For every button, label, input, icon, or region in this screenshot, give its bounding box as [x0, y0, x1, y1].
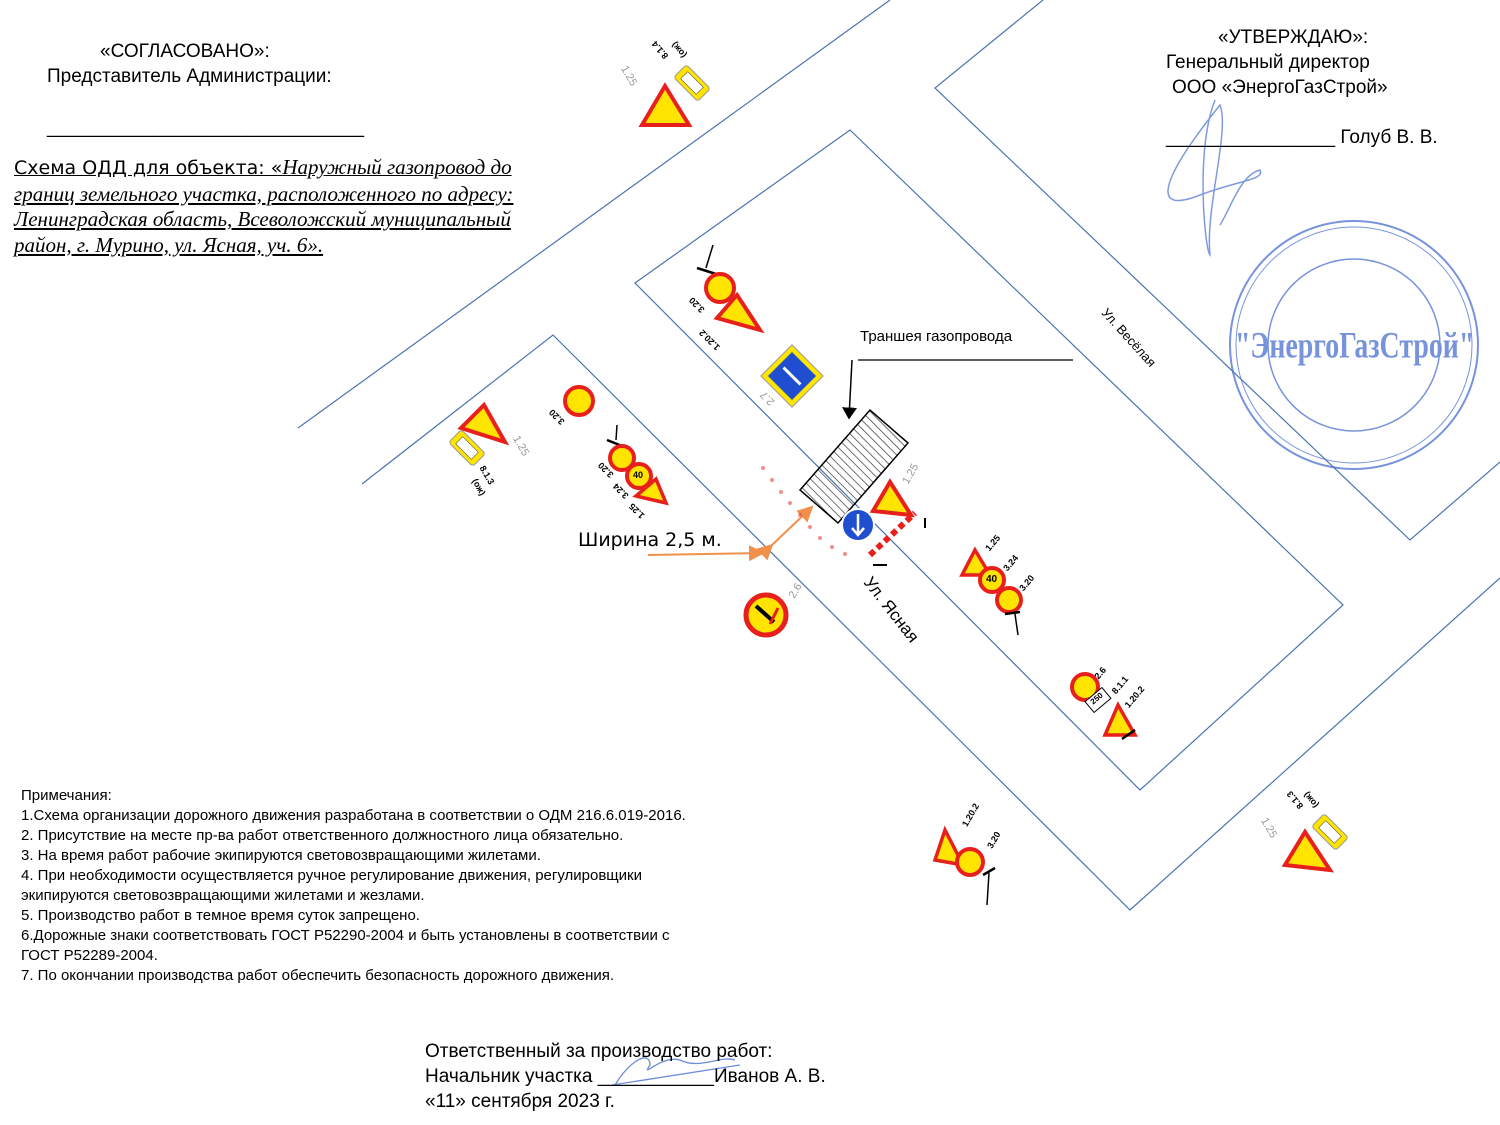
approval-right-signature: ________________ Голуб В. В.: [1166, 125, 1438, 150]
foreman-signature: [611, 1057, 741, 1086]
trench-label: Траншея газопровода: [860, 328, 1013, 345]
note-item: 1.Схема организации дорожного движения р…: [21, 807, 686, 824]
oncoming-priority-sign-icon: [743, 592, 789, 638]
responsible-role: Начальник участка: [425, 1066, 593, 1087]
lane-shift-sign-icon: [760, 344, 824, 408]
road-works-sign-icon: [959, 546, 994, 577]
no-overtaking-sign-icon: [563, 385, 595, 417]
no-overtaking-sign-icon: [704, 272, 736, 304]
approval-right-role: Генеральный директор: [1166, 52, 1370, 73]
signature-line: ___________: [597, 1066, 715, 1087]
signature-line: ________________: [1166, 127, 1336, 148]
note-item: экипируются световозвращающими жилетами …: [21, 887, 425, 904]
road-works-sign-icon: [638, 82, 693, 127]
width-pointer-arrow: [647, 545, 765, 562]
company-stamp: "ЭнергоГазСтрой": [1229, 220, 1479, 470]
road-works-sign-icon: [632, 476, 669, 506]
scheme-title-line: Наружный газопровод до: [282, 155, 512, 179]
scheme-title-prefix: Схема ОДД для объекта: «: [14, 157, 283, 179]
notes: Примечания: 1.Схема организации дорожног…: [21, 786, 686, 986]
oncoming-priority-sign-icon: [1070, 672, 1100, 702]
gas-pipeline-trench: [798, 408, 910, 525]
note-item: 5. Производство работ в темное время сут…: [21, 907, 420, 924]
speed-limit-value: 40: [633, 470, 644, 480]
road-narrows-sign-icon: [932, 825, 967, 868]
road-edges: [297, 0, 1500, 911]
approval-left-signature-line: ______________________________: [47, 117, 365, 138]
notes-heading: Примечания:: [21, 787, 112, 804]
plate-sign-icon: [674, 65, 710, 101]
speed-limit-sign-icon: [978, 566, 1006, 594]
director-name: Голуб В. В.: [1340, 127, 1438, 148]
note-item: ГОСТ Р52289-2004.: [21, 947, 158, 964]
note-item: 2. Присутствие на месте пр-ва работ отве…: [21, 827, 624, 844]
no-overtaking-sign-icon: [995, 586, 1023, 614]
distance-plate-icon: [1084, 686, 1112, 714]
road-works-sign-icon: [1102, 701, 1139, 737]
road-works-sign-icon: [1281, 828, 1335, 873]
note-item: 6.Дорожные знаки соответствовать ГОСТ Р5…: [21, 927, 670, 944]
responsible-name: Иванов А. В.: [714, 1066, 826, 1087]
road-narrows-sign-icon: [713, 291, 765, 334]
scheme-title-line: границ земельного участка, расположенног…: [14, 181, 514, 206]
approval-right-company: ООО «ЭнергоГазСтрой»: [1172, 77, 1388, 98]
approval-right-heading: «УТВЕРЖДАЮ»:: [1218, 27, 1369, 48]
note-item: 7. По окончании производства работ обесп…: [21, 967, 615, 984]
width-label: Ширина 2,5 м.: [578, 529, 722, 551]
traffic-cones: [761, 466, 847, 556]
road-works-sign-icon: [869, 478, 915, 518]
note-item: 3. На время работ рабочие экипируются св…: [21, 847, 541, 864]
scheme-title: Схема ОДД для объекта: «Наружный газопро…: [14, 155, 513, 258]
responsible-block: Ответственный за производство работ: Нач…: [425, 1039, 826, 1114]
speed-limit-value: 40: [986, 574, 998, 585]
svg-text:"ЭнергоГазСтрой": "ЭнергоГазСтрой": [1235, 326, 1474, 367]
plate-sign-icon: [1312, 814, 1348, 850]
responsible-heading: Ответственный за производство работ:: [425, 1041, 773, 1062]
director-signature: [1167, 99, 1262, 258]
plate-sign-icon: [449, 430, 485, 466]
approval-left-heading: «СОГЛАСОВАНО»:: [100, 41, 270, 62]
speed-limit-sign-icon: [625, 462, 653, 490]
note-item: 4. При необходимости осуществляется ручн…: [21, 867, 642, 884]
road-works-sign-icon: [457, 401, 510, 446]
no-overtaking-sign-icon: [955, 847, 985, 877]
trench-arrow: [842, 359, 858, 420]
no-overtaking-sign-icon: [608, 444, 636, 472]
keep-direction-sign-icon: [841, 508, 875, 542]
scheme-title-line: район, г. Мурино, ул. Ясная, уч. 6».: [14, 232, 324, 257]
scheme-title-line: Ленинградская область, Всеволожский муни…: [14, 207, 511, 231]
responsible-date: «11» сентября 2023 г.: [425, 1091, 615, 1112]
width-dimension-arrow: [756, 505, 814, 561]
barrier: [867, 510, 926, 566]
approval-left-role: Представитель Администрации:: [47, 66, 332, 87]
